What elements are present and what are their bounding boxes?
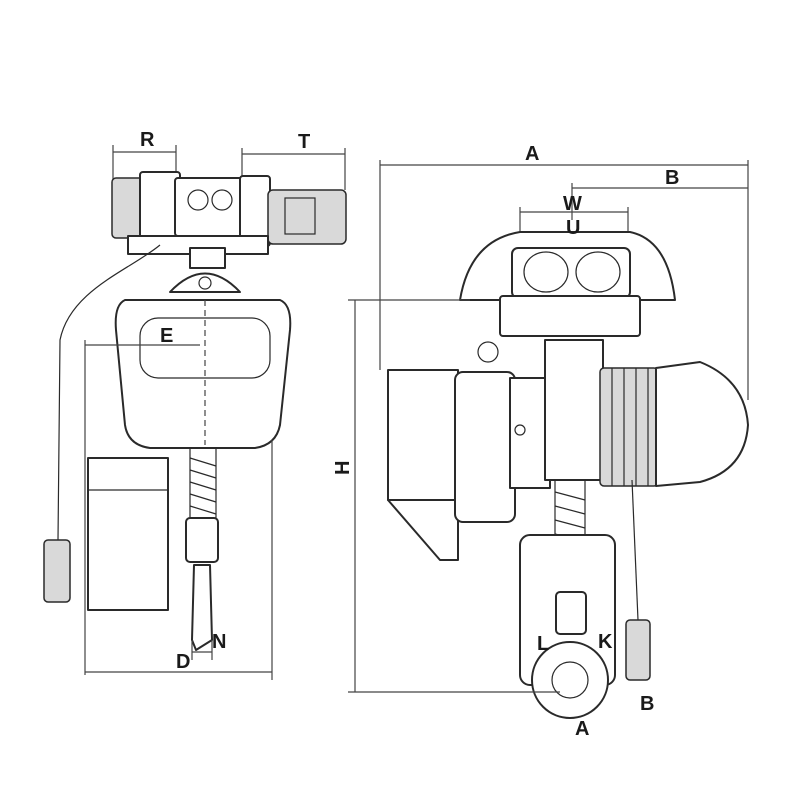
trolley-side [111, 171, 347, 269]
chain-spring-side [185, 447, 219, 563]
dimension-a-top [379, 160, 749, 400]
dimension-b-top [571, 183, 748, 220]
label-u: U [566, 217, 580, 239]
dimension-n [191, 640, 213, 660]
dimension-d [85, 440, 273, 680]
label-w: W [563, 193, 582, 215]
pendant-side [43, 539, 71, 603]
label-a-top: A [525, 143, 539, 165]
dimension-t [241, 148, 346, 190]
pendant-front [625, 619, 651, 681]
control-box [87, 457, 169, 611]
front-view [348, 160, 749, 719]
label-n: N [212, 631, 226, 653]
label-r: R [140, 129, 155, 151]
label-k: K [598, 631, 613, 653]
label-e: E [160, 325, 173, 347]
hook-front [531, 591, 609, 719]
label-l: L [537, 633, 549, 655]
pendant-cable-front [631, 479, 639, 621]
pendant-cable-side [57, 244, 161, 541]
label-d: D [176, 651, 190, 673]
label-b-bottom: B [640, 693, 654, 715]
label-h: H [332, 461, 354, 475]
side-view [43, 145, 347, 680]
label-a-bottom: A [575, 718, 589, 740]
hook-side [191, 564, 213, 651]
trolley-front [459, 231, 676, 337]
label-t: T [298, 131, 310, 153]
hoist-body-front [387, 339, 749, 561]
dimension-h [348, 299, 560, 693]
label-b-top: B [665, 167, 679, 189]
hoist-body-side [114, 272, 292, 449]
